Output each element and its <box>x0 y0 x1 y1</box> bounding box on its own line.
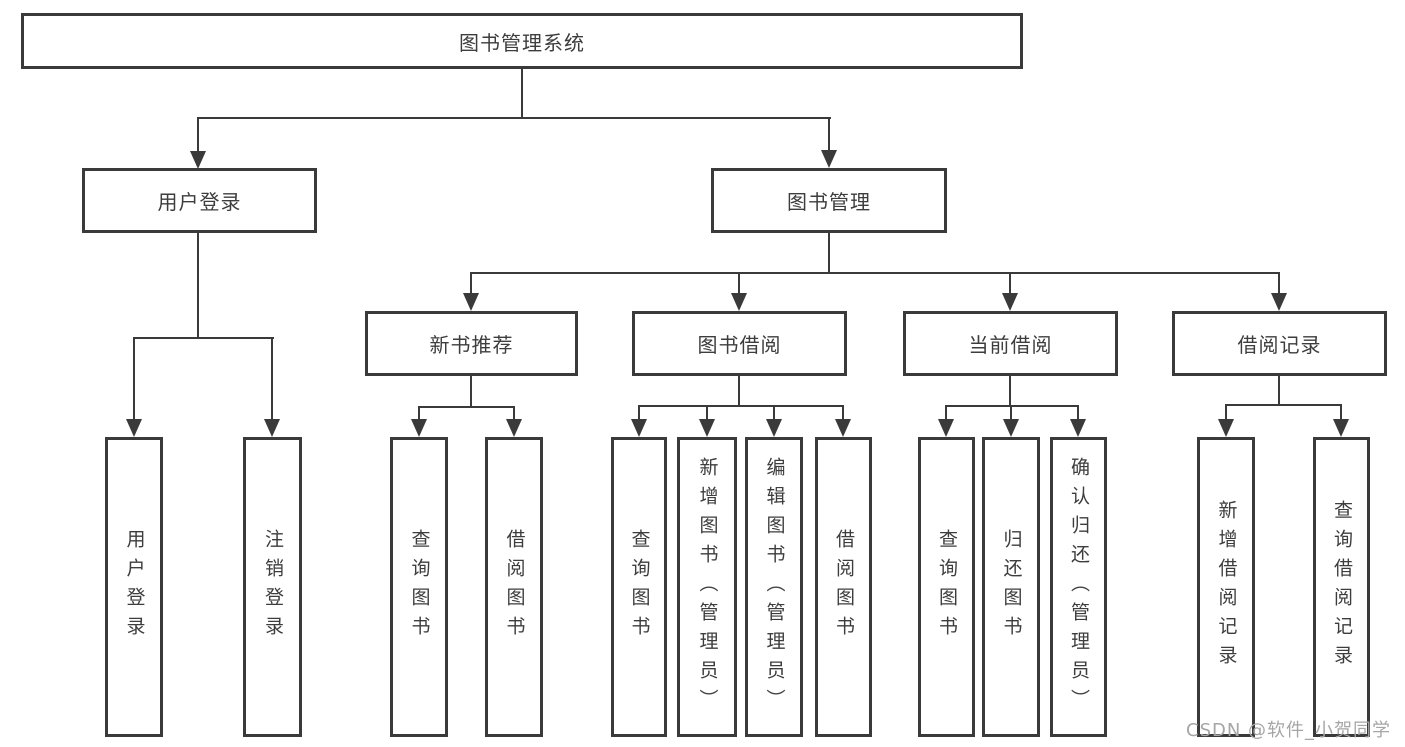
connector-drop-leaf <box>945 407 947 419</box>
arrow-down-icon <box>631 419 647 437</box>
leaf-query-books-recommend: 查询图书 <box>390 437 448 737</box>
connector-drop-leaf <box>271 339 273 419</box>
leaf-logout: 注销登录 <box>243 437 302 737</box>
connector-level3-bus <box>470 272 1280 274</box>
leaf-borrow-books-recommend: 借阅图书 <box>485 437 543 737</box>
leaf-query-books-borrow: 查询图书 <box>611 437 667 737</box>
arrow-down-icon <box>699 419 715 437</box>
node-library-system: 图书管理系统 <box>21 13 1023 69</box>
connector-drop-leaf <box>133 339 135 419</box>
connector-drop-new-book <box>470 274 472 294</box>
connector-book-borrow-stem <box>738 376 740 406</box>
arrow-down-icon <box>1070 419 1086 437</box>
leaf-add-borrow-record-label: 新增借阅记录 <box>1215 500 1238 674</box>
connector-drop-leaf <box>513 408 515 419</box>
connector-drop-leaf <box>842 407 844 419</box>
connector-borrow-records-stem <box>1278 376 1280 405</box>
node-library-system-label: 图书管理系统 <box>459 30 585 55</box>
leaf-return-books: 归还图书 <box>982 437 1040 737</box>
connector-user-login-stem <box>197 233 199 338</box>
connector-current-borrow-bus <box>945 405 1079 407</box>
leaf-borrow-books: 借阅图书 <box>815 437 872 737</box>
arrow-down-icon <box>1333 419 1349 437</box>
connector-drop-leaf <box>638 407 640 419</box>
leaf-confirm-return-admin-label: 确认归还（管理员） <box>1068 456 1090 718</box>
leaf-query-borrow-record: 查询借阅记录 <box>1313 437 1370 737</box>
node-new-book-recommend: 新书推荐 <box>365 311 578 376</box>
node-book-borrow-label: 图书借阅 <box>697 333 782 357</box>
leaf-query-books-current: 查询图书 <box>918 437 975 737</box>
leaf-add-borrow-record: 新增借阅记录 <box>1197 437 1255 737</box>
leaf-query-borrow-record-label: 查询借阅记录 <box>1331 500 1353 674</box>
leaf-edit-books-admin: 编辑图书（管理员） <box>745 437 803 737</box>
connector-new-book-stem <box>470 376 472 407</box>
connector-drop-leaf <box>706 407 708 419</box>
node-book-management-label: 图书管理 <box>787 190 871 214</box>
connector-drop-user-login <box>197 119 199 152</box>
leaf-return-books-label: 归还图书 <box>1000 529 1023 645</box>
node-new-book-recommend-label: 新书推荐 <box>429 333 514 357</box>
leaf-borrow-books-recommend-label: 借阅图书 <box>503 529 526 645</box>
node-current-borrow-label: 当前借阅 <box>968 333 1053 357</box>
arrow-down-icon <box>1218 419 1234 437</box>
arrow-down-icon <box>1271 293 1287 311</box>
connector-new-book-bus <box>418 406 515 408</box>
connector-user-login-bus <box>133 337 274 339</box>
leaf-edit-books-admin-label: 编辑图书（管理员） <box>763 456 786 718</box>
connector-level2-bus <box>197 117 831 119</box>
leaf-confirm-return-admin: 确认归还（管理员） <box>1050 437 1107 737</box>
node-current-borrow: 当前借阅 <box>903 311 1118 376</box>
arrow-down-icon <box>264 419 280 437</box>
connector-drop-leaf <box>418 408 420 419</box>
leaf-query-books-borrow-label: 查询图书 <box>628 529 651 645</box>
node-borrow-records-label: 借阅记录 <box>1237 333 1322 357</box>
leaf-query-books-recommend-label: 查询图书 <box>408 529 431 645</box>
arrow-down-icon <box>938 419 954 437</box>
node-user-login: 用户登录 <box>82 168 317 233</box>
arrow-down-icon <box>731 293 747 311</box>
arrow-down-icon <box>766 419 782 437</box>
node-book-management: 图书管理 <box>711 168 947 233</box>
node-borrow-records: 借阅记录 <box>1172 311 1387 376</box>
node-book-borrow: 图书借阅 <box>632 311 847 376</box>
connector-drop-leaf <box>773 407 775 419</box>
connector-drop-leaf <box>1010 407 1012 419</box>
leaf-add-books-admin: 新增图书（管理员） <box>677 437 737 737</box>
csdn-watermark: CSDN @软件_小贺同学 <box>1186 720 1392 741</box>
arrow-down-icon <box>126 419 142 437</box>
connector-drop-leaf <box>1340 406 1342 419</box>
connector-drop-current-borrow <box>1009 274 1011 294</box>
connector-book-mgmt-stem <box>828 232 830 273</box>
leaf-logout-label: 注销登录 <box>262 529 284 645</box>
arrow-down-icon <box>506 419 522 437</box>
arrow-down-icon <box>1003 419 1019 437</box>
leaf-add-books-admin-label: 新增图书（管理员） <box>696 456 719 718</box>
arrow-down-icon <box>1002 293 1018 311</box>
leaf-borrow-books-label: 借阅图书 <box>833 529 855 645</box>
leaf-user-login: 用户登录 <box>105 437 163 737</box>
node-user-login-label: 用户登录 <box>157 190 242 214</box>
arrow-down-icon <box>190 151 206 169</box>
connector-drop-leaf <box>1225 406 1227 419</box>
arrow-down-icon <box>411 419 427 437</box>
connector-book-borrow-bus <box>638 405 844 407</box>
arrow-down-icon <box>463 293 479 311</box>
connector-current-borrow-stem <box>1009 375 1011 406</box>
connector-borrow-records-bus <box>1225 404 1342 406</box>
arrow-down-icon <box>821 150 837 168</box>
leaf-query-books-current-label: 查询图书 <box>936 529 958 645</box>
arrow-down-icon <box>835 419 851 437</box>
connector-drop-borrow-records <box>1278 274 1280 294</box>
leaf-user-login-label: 用户登录 <box>123 529 146 645</box>
connector-drop-book-mgmt <box>828 119 830 151</box>
connector-root-stem <box>521 69 523 119</box>
connector-drop-leaf <box>1077 407 1079 419</box>
connector-drop-book-borrow <box>738 274 740 294</box>
